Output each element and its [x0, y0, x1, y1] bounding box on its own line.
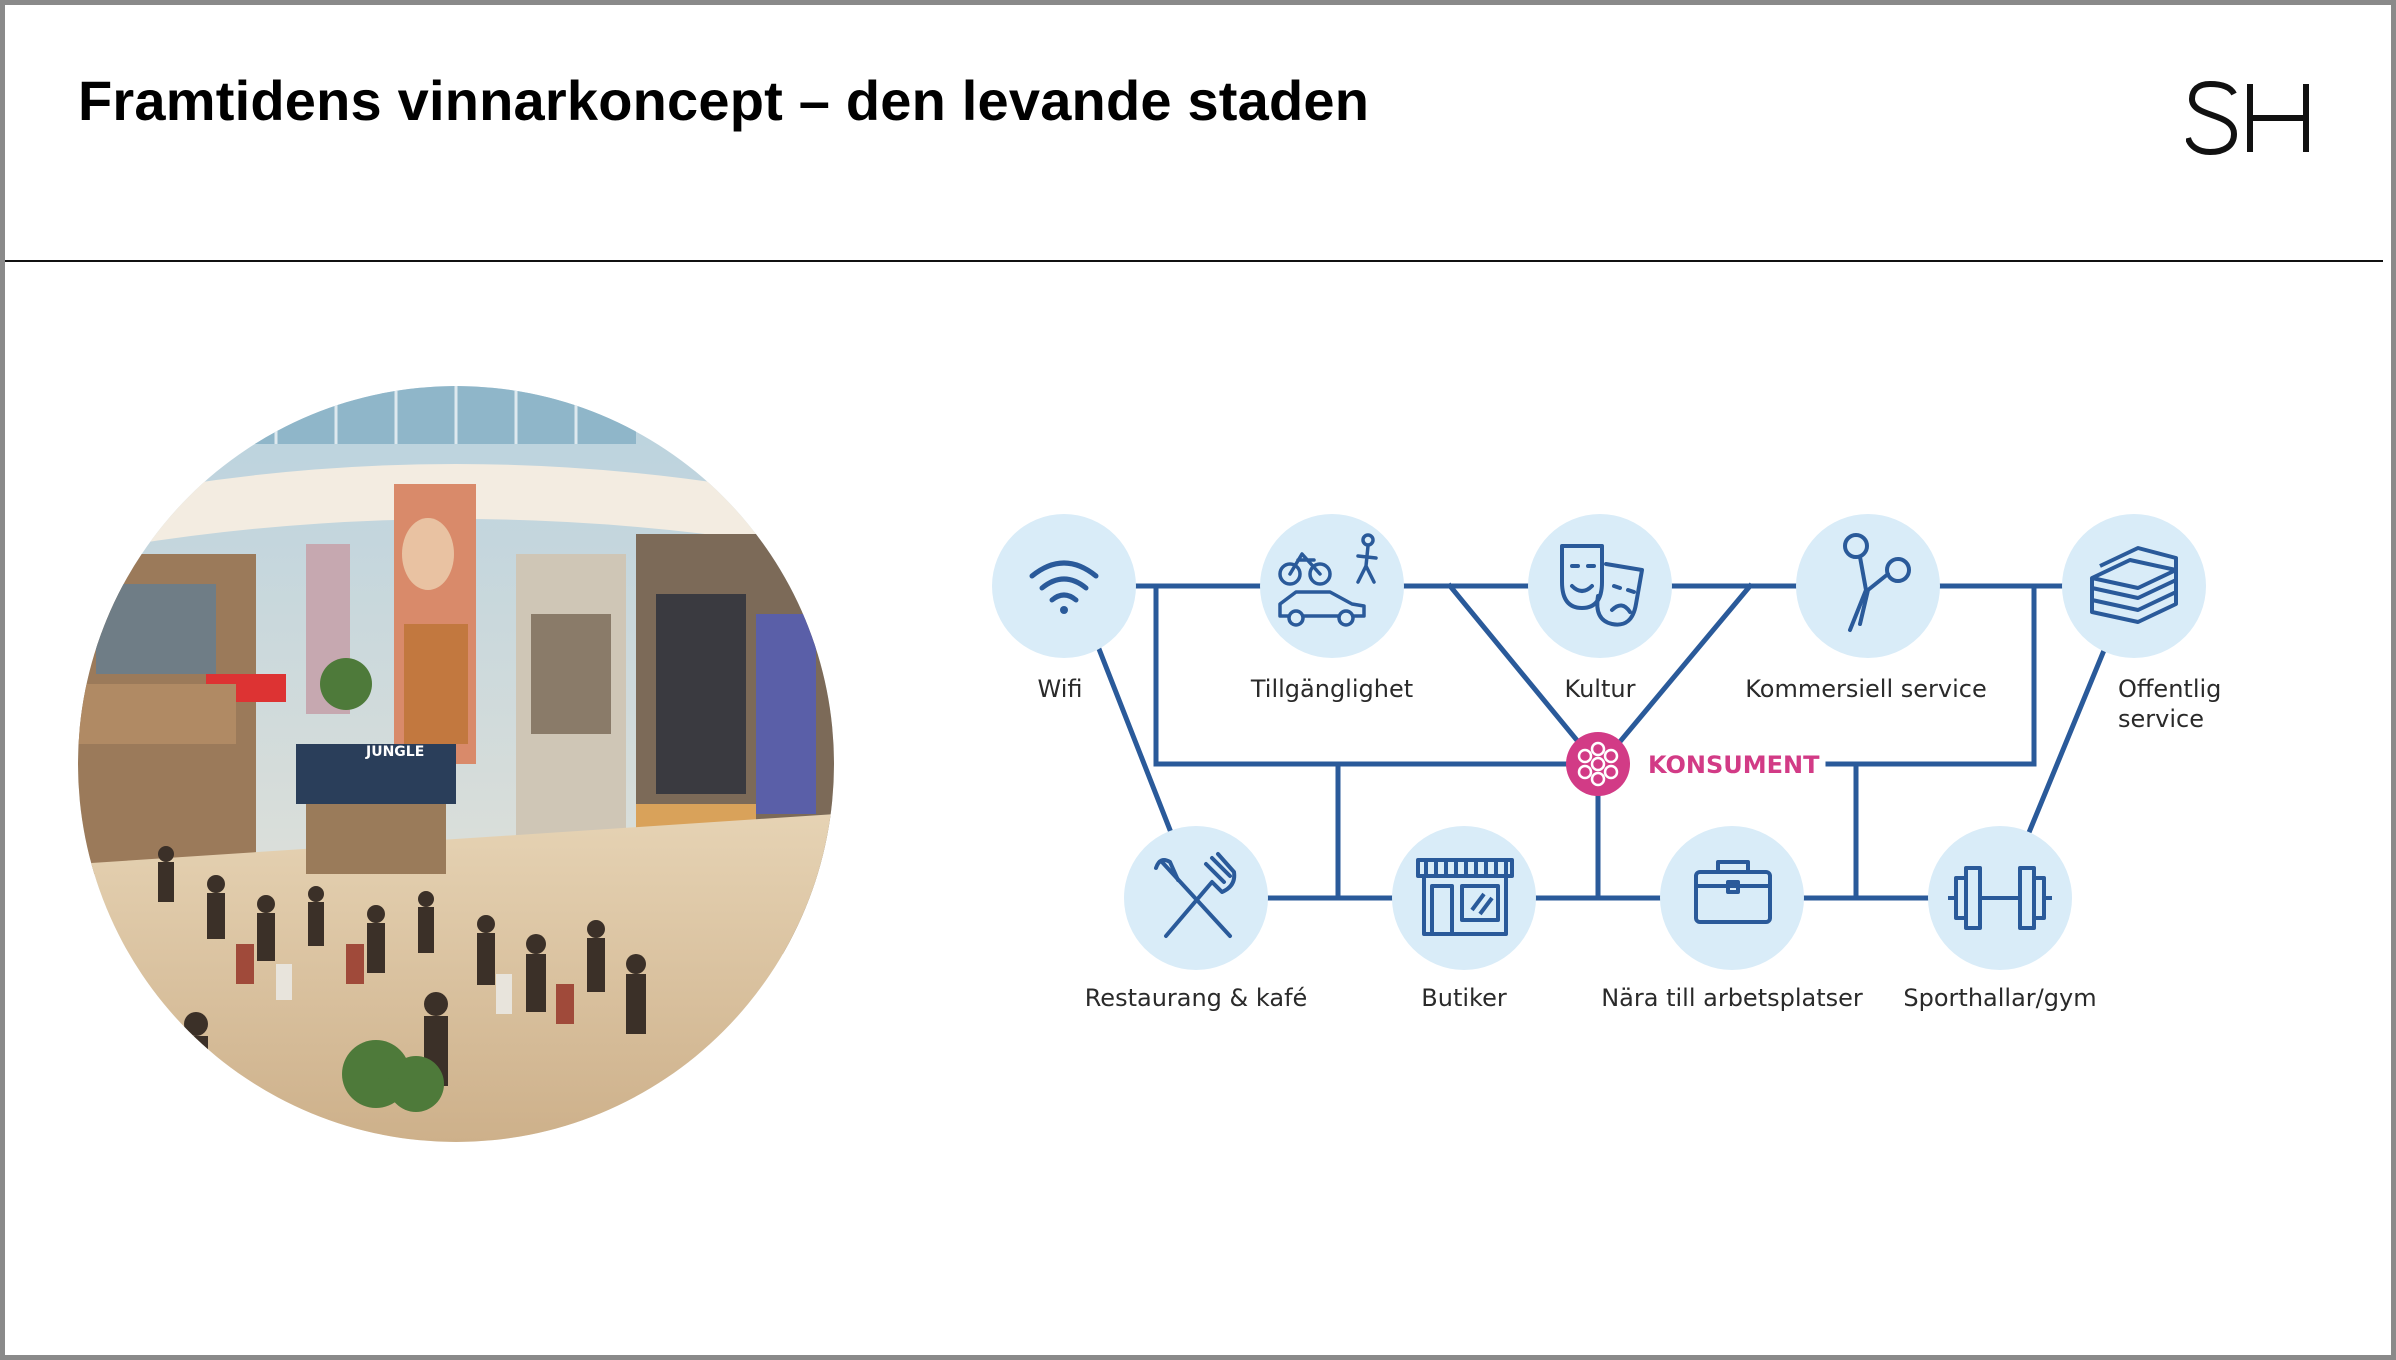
node-sporthallar: [1928, 826, 2072, 970]
label-wifi: Wifi: [1038, 675, 1083, 703]
header-divider: [5, 260, 2383, 262]
label-kommersiell-service: Kommersiell service: [1745, 675, 1987, 703]
konsument-label: KONSUMENT: [1648, 751, 1820, 779]
sh-logo: [2186, 80, 2314, 156]
node-restaurang: [1124, 826, 1268, 970]
node-arbetsplatser: [1660, 826, 1804, 970]
label-tillganglighet: Tillgänglighet: [1250, 675, 1413, 703]
shopping-mall-photo: JUNGLE: [76, 384, 836, 1144]
node-kommersiell-service: [1796, 514, 1940, 658]
node-butiker: [1392, 826, 1536, 970]
label-kultur: Kultur: [1565, 675, 1636, 703]
label-restaurang: Restaurang & kafé: [1085, 984, 1308, 1012]
label-butiker: Butiker: [1421, 984, 1507, 1012]
label-offentlig-line1: Offentlig: [2118, 675, 2221, 703]
konsument-network-diagram: Wifi Tillgänglighet Kultur: [980, 490, 2260, 1050]
label-sporthallar: Sporthallar/gym: [1903, 984, 2096, 1012]
konsument-center: [1566, 732, 1630, 796]
mall-sign: JUNGLE: [365, 744, 424, 760]
node-wifi: [992, 514, 1136, 658]
node-offentlig-service: [2062, 514, 2206, 658]
slide-title: Framtidens vinnarkoncept – den levande s…: [78, 68, 1369, 133]
node-tillganglighet: [1260, 514, 1404, 658]
label-arbetsplatser: Nära till arbetsplatser: [1601, 984, 1863, 1012]
label-offentlig-line2: service: [2118, 705, 2204, 733]
node-kultur: [1528, 514, 1672, 658]
